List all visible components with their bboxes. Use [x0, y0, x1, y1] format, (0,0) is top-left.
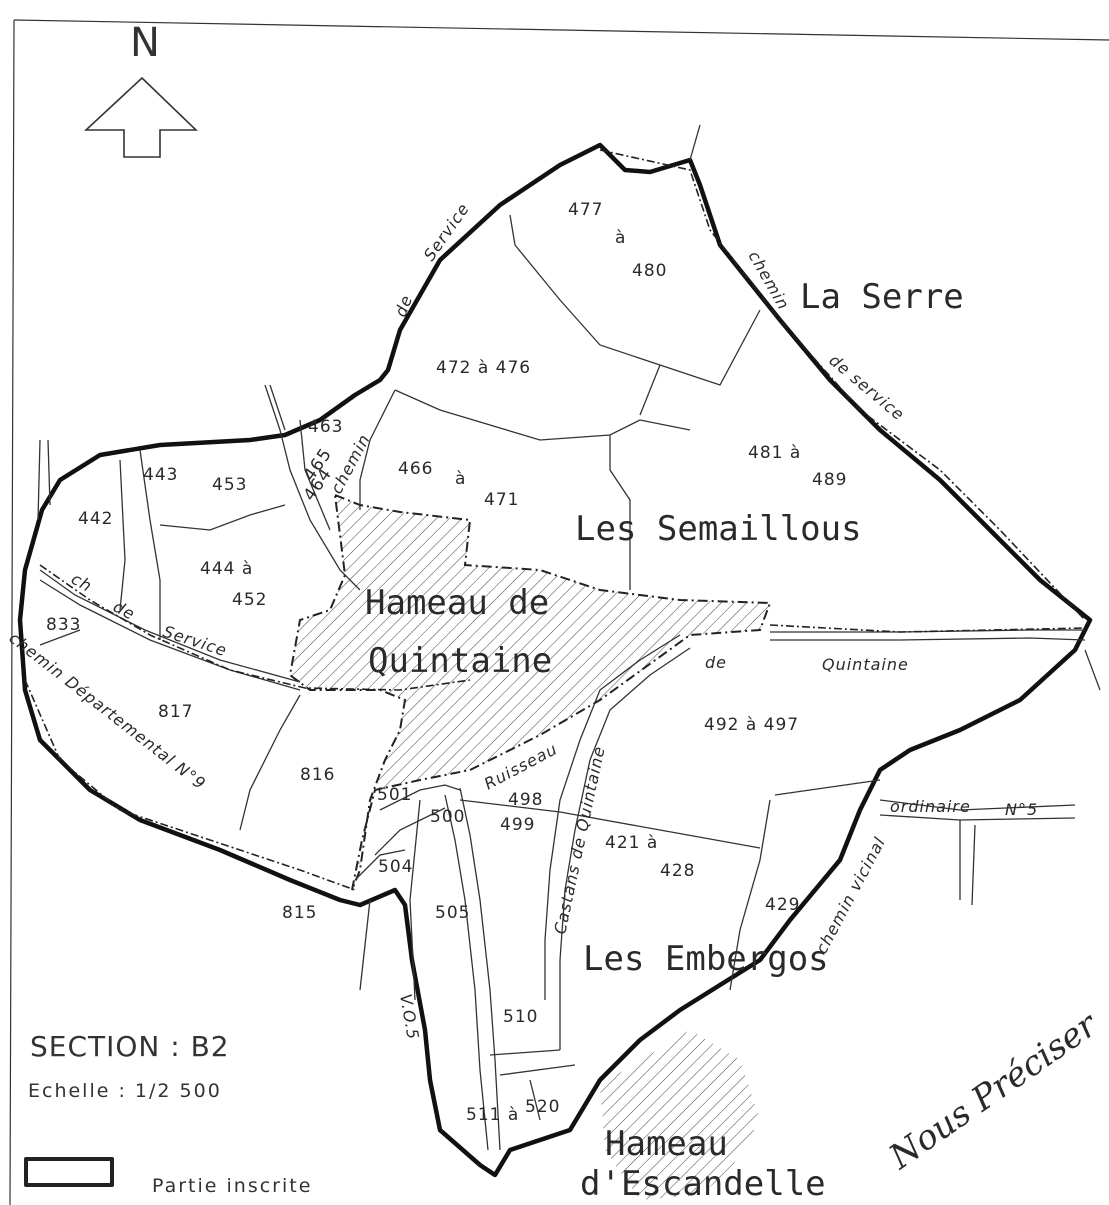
parcel-498: 498: [508, 790, 543, 810]
parcel-817: 817: [158, 702, 193, 722]
parcel-505: 505: [435, 903, 470, 923]
parcel-421: 421 à: [605, 833, 658, 853]
north-label: N: [130, 20, 160, 66]
road-de-quintaine-b: Quintaine: [822, 655, 909, 674]
parcel-a-1: à: [615, 228, 626, 248]
road-ch-left-a: ch: [68, 569, 96, 596]
road-de-quintaine-a: de: [705, 653, 727, 672]
legend-swatch: [24, 1157, 114, 1187]
place-hameau-quintaine-line2: Quintaine: [368, 641, 552, 681]
parcel-499: 499: [500, 815, 535, 835]
road-no5: N°5: [1005, 800, 1038, 819]
inscribed-boundary: [17, 142, 1093, 1178]
place-names: La Serre Les Semaillous Hameau de Quinta…: [365, 277, 964, 1204]
parcel-511: 511 à: [466, 1105, 519, 1125]
place-la-serre: La Serre: [800, 277, 964, 317]
parcel-472-476: 472 à 476: [436, 358, 531, 378]
place-hameau-escandelle-line1: Hameau: [605, 1124, 728, 1164]
parcel-500: 500: [430, 807, 465, 827]
parcel-489: 489: [812, 470, 847, 490]
commune-line: [24, 149, 1086, 891]
parcel-520: 520: [525, 1097, 560, 1117]
parcel-443: 443: [143, 465, 178, 485]
parcel-lines: [37, 124, 1101, 1151]
parcel-504: 504: [378, 857, 413, 877]
place-les-semaillous: Les Semaillous: [575, 509, 862, 549]
parcel-452: 452: [232, 590, 267, 610]
parcel-816: 816: [300, 765, 335, 785]
parcel-453: 453: [212, 475, 247, 495]
page-frame: [9, 19, 1109, 1205]
parcel-428: 428: [660, 861, 695, 881]
section-label: SECTION : B2: [30, 1030, 230, 1063]
road-chemin-small: chemin: [327, 431, 374, 497]
road-castans: Castans de Quintaine: [550, 744, 608, 936]
road-de-service-top-a: de: [391, 292, 416, 319]
hatched-area-quintaine: [288, 493, 772, 891]
legend-label: Partie inscrite: [152, 1175, 313, 1197]
road-ch-left-b: de: [110, 597, 138, 624]
hatched-area-escandelle: [600, 1030, 760, 1200]
parcel-466: 466: [398, 459, 433, 479]
parcel-471: 471: [484, 490, 519, 510]
parcel-429: 429: [765, 895, 800, 915]
parcel-480: 480: [632, 261, 667, 281]
north-arrow-icon: [83, 76, 198, 158]
parcel-833: 833: [46, 615, 81, 635]
scale-label: Echelle : 1/2 500: [28, 1080, 222, 1102]
place-hameau-quintaine-line1: Hameau de: [365, 583, 549, 623]
parcel-492-497: 492 à 497: [704, 715, 799, 735]
parcel-481: 481 à: [748, 443, 801, 463]
parcel-numbers: 477 à 480 472 à 476 481 à 489 463 465 46…: [46, 200, 847, 1125]
parcel-510: 510: [503, 1007, 538, 1027]
place-hameau-escandelle-line2: d'Escandelle: [580, 1164, 826, 1204]
signature: Nous Préciser: [881, 1004, 1106, 1178]
parcel-442: 442: [78, 509, 113, 529]
parcel-501: 501: [377, 785, 412, 805]
road-ordinaire: ordinaire: [890, 797, 971, 816]
parcel-815: 815: [282, 903, 317, 923]
parcel-444: 444 à: [200, 559, 253, 579]
place-les-embergos: Les Embergos: [583, 939, 829, 979]
parcel-463: 463: [308, 417, 343, 437]
road-chemin-vicinal: chemin vicinal: [812, 834, 890, 957]
parcel-477: 477: [568, 200, 603, 220]
parcel-a-2: à: [455, 469, 466, 489]
